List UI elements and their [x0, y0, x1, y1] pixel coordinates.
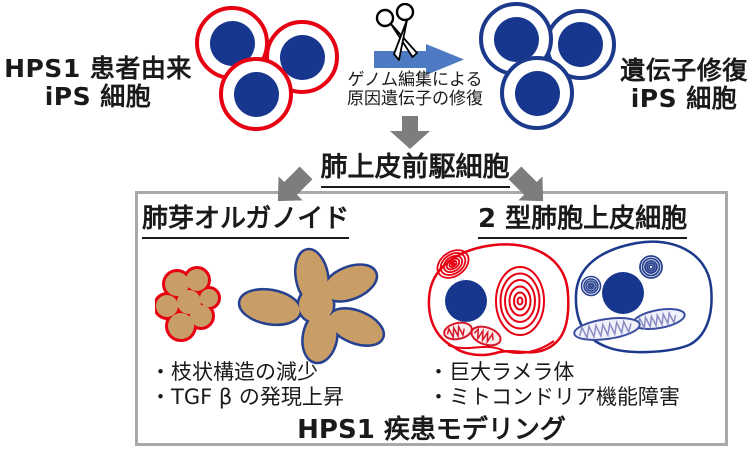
at2-finding-2: ・ミトコンドリア機能障害: [428, 385, 680, 409]
genome-edit-caption-line1: ゲノム編集による: [347, 70, 483, 90]
at2-cell-diseased-illustration: [424, 239, 574, 367]
mitochondrion: [443, 321, 473, 341]
repaired-ips-label-line1: 遺伝子修復: [620, 56, 748, 85]
patient-ips-label-line1: HPS1 患者由来: [4, 54, 192, 83]
at2-panel-title: 2 型肺胞上皮細胞: [478, 198, 688, 239]
cell-nucleus: [233, 71, 279, 117]
cell-nucleus: [445, 280, 487, 322]
at2-cell-repaired-illustration: [571, 237, 719, 359]
genome-edit-caption: ゲノム編集による 原因遺伝子の修復: [337, 71, 493, 109]
progenitor-label-text: 肺上皮前駆細胞: [320, 145, 510, 188]
patient-ips-label-line2: iPS 細胞: [44, 82, 152, 111]
genome-edit-caption-line2: 原因遺伝子の修復: [347, 89, 483, 109]
lamellar-body: [580, 275, 602, 297]
organoid-panel-title: 肺芽オルガノイド: [142, 198, 350, 239]
patient-cell: [219, 57, 293, 131]
mitochondrion: [573, 317, 641, 341]
lamellar-body: [436, 249, 470, 279]
cell-nucleus: [493, 16, 539, 62]
repaired-ips-label-line2: iPS 細胞: [630, 84, 738, 113]
repaired-ips-label: 遺伝子修復 iPS 細胞: [612, 57, 756, 113]
scissors-icon: [372, 3, 430, 65]
mitochondrion: [470, 325, 502, 347]
giant-lamellar-body: [495, 266, 545, 336]
diagonal-arrow-left-icon: [266, 161, 318, 213]
at2-finding-1: ・巨大ラメラ体: [428, 360, 575, 384]
patient-ips-label: HPS1 患者由来 iPS 細胞: [0, 55, 196, 111]
cell-nucleus: [558, 22, 603, 67]
organoid-findings: ・枝状構造の減少 ・TGF β の発現上昇: [150, 360, 344, 410]
branched-organoid-illustration: [232, 243, 394, 365]
repaired-cell: [500, 56, 574, 130]
at2-findings: ・巨大ラメラ体 ・ミトコンドリア機能障害: [428, 360, 680, 410]
cell-nucleus: [514, 70, 560, 116]
small-organoid-illustration: [155, 264, 223, 346]
diagonal-arrow-right-icon: [503, 161, 555, 213]
progenitor-label: 肺上皮前駆細胞: [315, 145, 515, 188]
lamellar-body: [639, 255, 663, 279]
cell-nucleus: [602, 272, 644, 314]
cell-nucleus: [279, 34, 325, 80]
disease-modeling-caption: HPS1 疾患モデリング: [297, 415, 566, 445]
organoid-finding-1: ・枝状構造の減少: [150, 360, 318, 384]
organoid-finding-2: ・TGF β の発現上昇: [150, 385, 344, 409]
down-arrow-icon: [390, 116, 430, 149]
